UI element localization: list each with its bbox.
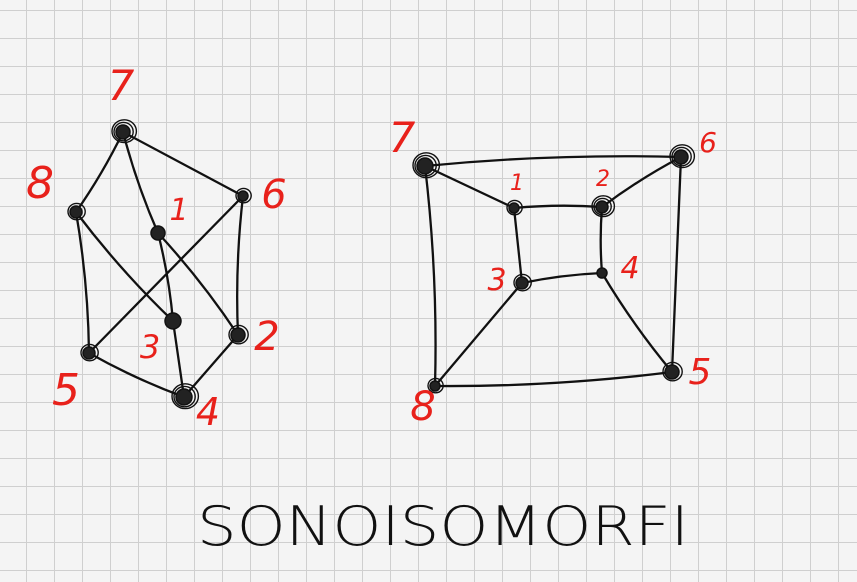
right-node-2-label: 2 bbox=[596, 167, 610, 192]
left-node-4-ring bbox=[173, 385, 196, 408]
left-node-3 bbox=[164, 312, 182, 330]
right-node-3 bbox=[515, 276, 529, 290]
right-graph-edges bbox=[423, 155, 683, 388]
left-node-7-ring bbox=[111, 119, 138, 144]
left-node-1 bbox=[150, 225, 166, 241]
right-node-6-ring bbox=[669, 144, 696, 169]
left-edge-6-2 bbox=[236, 194, 245, 337]
left-node-6-ring bbox=[235, 187, 252, 204]
left-node-2 bbox=[230, 327, 246, 343]
left-node-1-label: 1 bbox=[169, 193, 188, 228]
right-node-3-label: 3 bbox=[487, 263, 506, 298]
left-edge-6-5 bbox=[87, 194, 245, 355]
right-edge-1-2 bbox=[512, 204, 604, 210]
right-node-5-ring bbox=[662, 361, 683, 382]
right-node-1 bbox=[508, 202, 520, 214]
left-node-7-ring bbox=[113, 121, 134, 142]
right-edge-6-5 bbox=[670, 155, 683, 374]
left-graph-nodes bbox=[67, 119, 252, 410]
right-node-2-ring bbox=[591, 195, 616, 218]
right-node-1-ring bbox=[506, 199, 523, 216]
right-node-7 bbox=[416, 157, 434, 175]
left-node-5 bbox=[82, 346, 96, 360]
right-node-7-ring bbox=[414, 154, 437, 177]
right-edge-7-6 bbox=[423, 155, 683, 168]
right-edge-6-2 bbox=[600, 155, 683, 209]
right-edge-3-8 bbox=[433, 281, 524, 388]
right-node-6 bbox=[673, 149, 689, 165]
left-node-5-ring bbox=[80, 343, 99, 362]
left-node-8-label: 8 bbox=[26, 158, 54, 209]
left-edge-7-8 bbox=[74, 130, 125, 214]
right-edge-7-8 bbox=[423, 164, 437, 388]
right-edge-3-4 bbox=[520, 271, 604, 285]
left-node-4 bbox=[175, 388, 193, 406]
left-node-7 bbox=[115, 124, 131, 140]
caption: SONOISOMORFI bbox=[197, 495, 689, 558]
left-node-5-label: 5 bbox=[52, 365, 80, 416]
left-node-7-label: 7 bbox=[108, 61, 135, 110]
right-node-1-label: 1 bbox=[510, 171, 524, 196]
left-edge-2-4 bbox=[182, 333, 240, 399]
right-edge-1-3 bbox=[512, 206, 524, 285]
right-node-7-ring bbox=[412, 152, 441, 179]
left-node-3-label: 3 bbox=[140, 328, 160, 366]
left-edge-1-3 bbox=[156, 231, 175, 323]
left-edge-7-6 bbox=[121, 130, 245, 198]
right-node-6-label: 6 bbox=[699, 126, 717, 159]
right-node-4-label: 4 bbox=[620, 251, 639, 286]
left-node-6-label: 6 bbox=[261, 172, 286, 218]
left-edge-8-5 bbox=[74, 210, 91, 355]
right-graph-labels: 7 6 1 2 3 4 8 5 bbox=[389, 113, 717, 430]
right-graph-nodes bbox=[412, 144, 696, 394]
left-node-4-label: 4 bbox=[196, 390, 220, 434]
right-edge-4-5 bbox=[600, 271, 674, 374]
right-node-8 bbox=[429, 380, 441, 392]
left-edge-5-4 bbox=[87, 351, 186, 399]
right-node-2-ring bbox=[593, 197, 612, 216]
right-node-2 bbox=[595, 200, 609, 214]
right-edge-7-1 bbox=[423, 164, 516, 210]
left-node-4-ring bbox=[171, 383, 200, 410]
left-edge-8-3 bbox=[74, 210, 175, 323]
right-node-7-label: 7 bbox=[389, 113, 416, 162]
right-edge-8-5 bbox=[433, 370, 674, 388]
left-node-8-ring bbox=[67, 202, 86, 221]
right-node-4 bbox=[596, 267, 608, 279]
right-node-5 bbox=[664, 364, 680, 380]
left-edge-1-2 bbox=[156, 231, 240, 337]
right-node-3-ring bbox=[513, 273, 532, 292]
left-node-2-ring bbox=[228, 324, 249, 345]
left-graph-labels: 7 8 6 1 3 2 5 4 bbox=[26, 61, 287, 434]
left-node-6 bbox=[237, 190, 249, 202]
right-node-8-ring bbox=[427, 377, 444, 394]
right-node-8-label: 8 bbox=[410, 384, 435, 430]
right-node-5-label: 5 bbox=[689, 352, 712, 393]
right-node-6-ring bbox=[671, 146, 692, 167]
left-node-8 bbox=[69, 205, 83, 219]
left-node-2-label: 2 bbox=[254, 314, 279, 360]
